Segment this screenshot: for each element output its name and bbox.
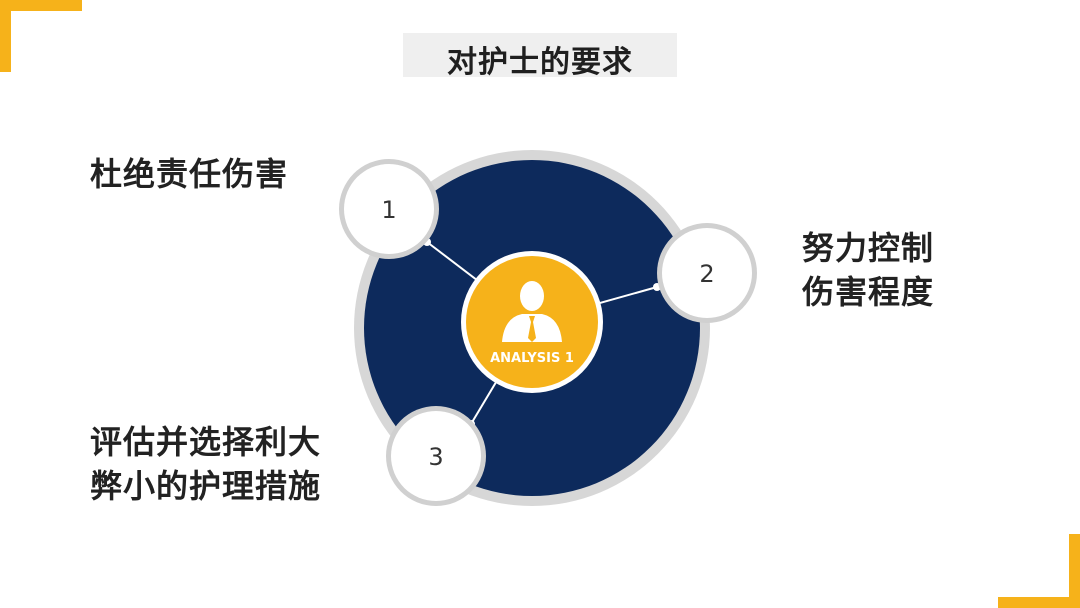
item-3-line-2: 弊小的护理措施 (90, 467, 322, 505)
title-box: 对护士的要求 (403, 33, 677, 80)
badge-1: 1 (339, 159, 439, 259)
badge-3-number: 3 (428, 443, 443, 471)
page-title: 对护士的要求 (447, 45, 633, 80)
item-2-line-2: 伤害程度 (802, 273, 935, 311)
item-3-line-1: 评估并选择利大 (90, 423, 322, 461)
item-3-label: 评估并选择利大 弊小的护理措施 (90, 420, 321, 508)
badge-3: 3 (386, 406, 486, 506)
corner-bottom-right-horizontal (998, 597, 1080, 608)
item-1-label: 杜绝责任伤害 (90, 152, 288, 196)
person-tie-icon (502, 281, 562, 342)
badge-1-number: 1 (381, 196, 396, 224)
corner-top-left-vertical (0, 0, 11, 72)
corner-bottom-right-vertical (1069, 534, 1080, 608)
corner-top-left-horizontal (0, 0, 82, 11)
item-1-text: 杜绝责任伤害 (90, 155, 289, 193)
badge-2: 2 (657, 223, 757, 323)
item-2-line-1: 努力控制 (802, 229, 935, 267)
center-label: ANALYSIS 1 (490, 351, 574, 366)
badge-2-number: 2 (699, 260, 714, 288)
item-2-label: 努力控制 伤害程度 (802, 226, 934, 314)
